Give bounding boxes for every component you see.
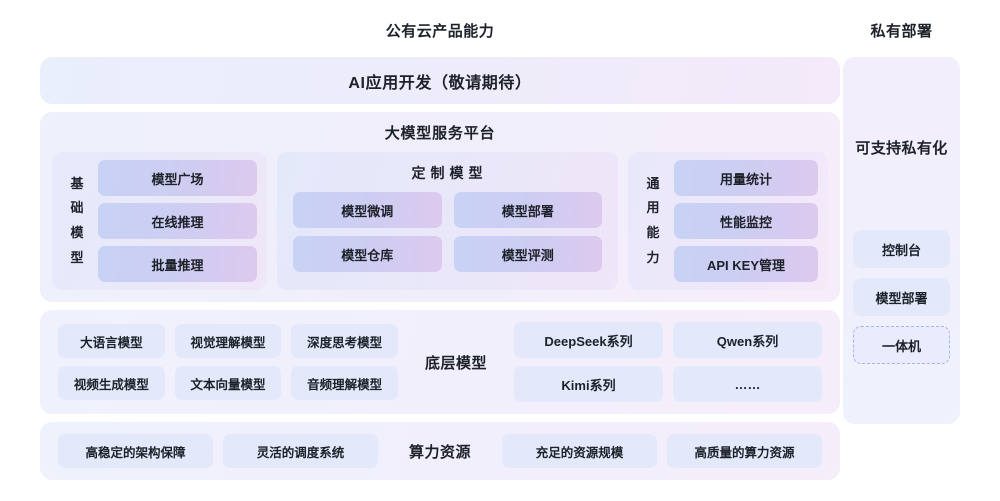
base-model-label-char-0: 基 (70, 175, 84, 191)
chip-online-inference[interactable]: 在线推理 (98, 203, 257, 239)
chip-model-finetune[interactable]: 模型微调 (293, 192, 442, 228)
common-capability-group: 通 用 能 力 用量统计 性能监控 API KEY管理 (628, 152, 828, 290)
ai-app-dev-band[interactable]: AI应用开发（敬请期待） (40, 57, 840, 104)
ai-app-dev-label: AI应用开发（敬请期待） (348, 74, 532, 92)
chip-deepseek-series[interactable]: DeepSeek系列 (514, 322, 663, 358)
chip-qwen-series[interactable]: Qwen系列 (673, 322, 822, 358)
chip-more-series[interactable]: …… (673, 366, 822, 402)
chip-model-deploy[interactable]: 模型部署 (453, 192, 602, 228)
base-model-label-char-3: 型 (70, 249, 84, 265)
chip-flexible-scheduling[interactable]: 灵活的调度系统 (223, 434, 378, 468)
chip-vision-understanding[interactable]: 视觉理解模型 (174, 324, 282, 358)
common-capability-chips: 用量统计 性能监控 API KEY管理 (668, 160, 818, 282)
common-capability-label-char-0: 通 (646, 175, 660, 191)
chip-api-key-management[interactable]: API KEY管理 (674, 246, 818, 282)
base-model-label-char-2: 模 (70, 225, 84, 240)
common-capability-label-char-1: 用 (646, 200, 660, 216)
base-model-group: 基 础 模 型 模型广场 在线推理 批量推理 (52, 152, 267, 290)
chip-performance-monitoring[interactable]: 性能监控 (674, 203, 818, 239)
private-deploy-headline: 可支持私有化 (855, 140, 948, 157)
pchip-console[interactable]: 控制台 (853, 230, 950, 268)
chip-usage-statistics[interactable]: 用量统计 (674, 160, 818, 196)
chip-model-repository[interactable]: 模型仓库 (293, 236, 442, 272)
public-cloud-column-title: 公有云产品能力 (385, 23, 495, 40)
chip-stable-architecture[interactable]: 高稳定的架构保障 (58, 434, 213, 468)
private-deploy-items: 控制台 模型部署 一体机 (853, 230, 950, 364)
chip-deep-thinking[interactable]: 深度思考模型 (291, 324, 398, 358)
base-models-band: 大语言模型 视觉理解模型 深度思考模型 视频生成模型 文本向量模型 音频理解模型… (40, 310, 840, 414)
chip-model-plaza[interactable]: 模型广场 (98, 160, 257, 196)
custom-model-chips: 模型微调 模型部署 模型仓库 模型评测 (287, 192, 608, 274)
chip-video-generation[interactable]: 视频生成模型 (58, 366, 165, 400)
chip-model-evaluation[interactable]: 模型评测 (453, 236, 602, 272)
common-capability-vertical-label: 通 用 能 力 (638, 160, 668, 282)
chip-llm[interactable]: 大语言模型 (58, 324, 165, 358)
common-capability-label-char-3: 力 (646, 249, 660, 265)
private-deploy-column: 可支持私有化 控制台 模型部署 一体机 (843, 57, 960, 424)
public-cloud-column: AI应用开发（敬请期待） 大模型服务平台 基 础 模 型 模型广场 在线推理 (40, 57, 840, 480)
chip-kimi-series[interactable]: Kimi系列 (514, 366, 663, 402)
model-capability-chips: 大语言模型 视觉理解模型 深度思考模型 视频生成模型 文本向量模型 音频理解模型 (58, 324, 398, 400)
base-model-vertical-label: 基 础 模 型 (62, 160, 92, 282)
base-model-label-char-1: 础 (70, 200, 84, 216)
model-family-chips: DeepSeek系列 Qwen系列 Kimi系列 …… (514, 322, 822, 402)
chip-batch-inference[interactable]: 批量推理 (98, 246, 257, 282)
platform-groups: 基 础 模 型 模型广场 在线推理 批量推理 定制模型 模型微调 (52, 152, 828, 290)
model-service-platform-band: 大模型服务平台 基 础 模 型 模型广场 在线推理 批量推理 (40, 112, 840, 302)
base-model-chips: 模型广场 在线推理 批量推理 (92, 160, 257, 282)
pchip-all-in-one-machine[interactable]: 一体机 (853, 326, 950, 364)
compute-resource-band: 高稳定的架构保障 灵活的调度系统 算力资源 充足的资源规模 高质量的算力资源 (40, 422, 840, 480)
custom-model-title: 定制模型 (411, 165, 488, 181)
chip-audio-understanding[interactable]: 音频理解模型 (291, 366, 398, 400)
base-models-title: 底层模型 (424, 354, 487, 372)
chip-text-embedding[interactable]: 文本向量模型 (174, 366, 282, 400)
common-capability-label-char-2: 能 (646, 225, 660, 240)
chip-high-quality-compute[interactable]: 高质量的算力资源 (667, 434, 822, 468)
custom-model-group: 定制模型 模型微调 模型部署 模型仓库 模型评测 (277, 152, 618, 290)
pchip-model-deploy[interactable]: 模型部署 (853, 278, 950, 316)
compute-resource-title: 算力资源 (408, 443, 471, 461)
model-service-platform-title: 大模型服务平台 (384, 125, 496, 142)
chip-sufficient-resource-scale[interactable]: 充足的资源规模 (502, 434, 657, 468)
private-deploy-column-title: 私有部署 (870, 23, 933, 40)
